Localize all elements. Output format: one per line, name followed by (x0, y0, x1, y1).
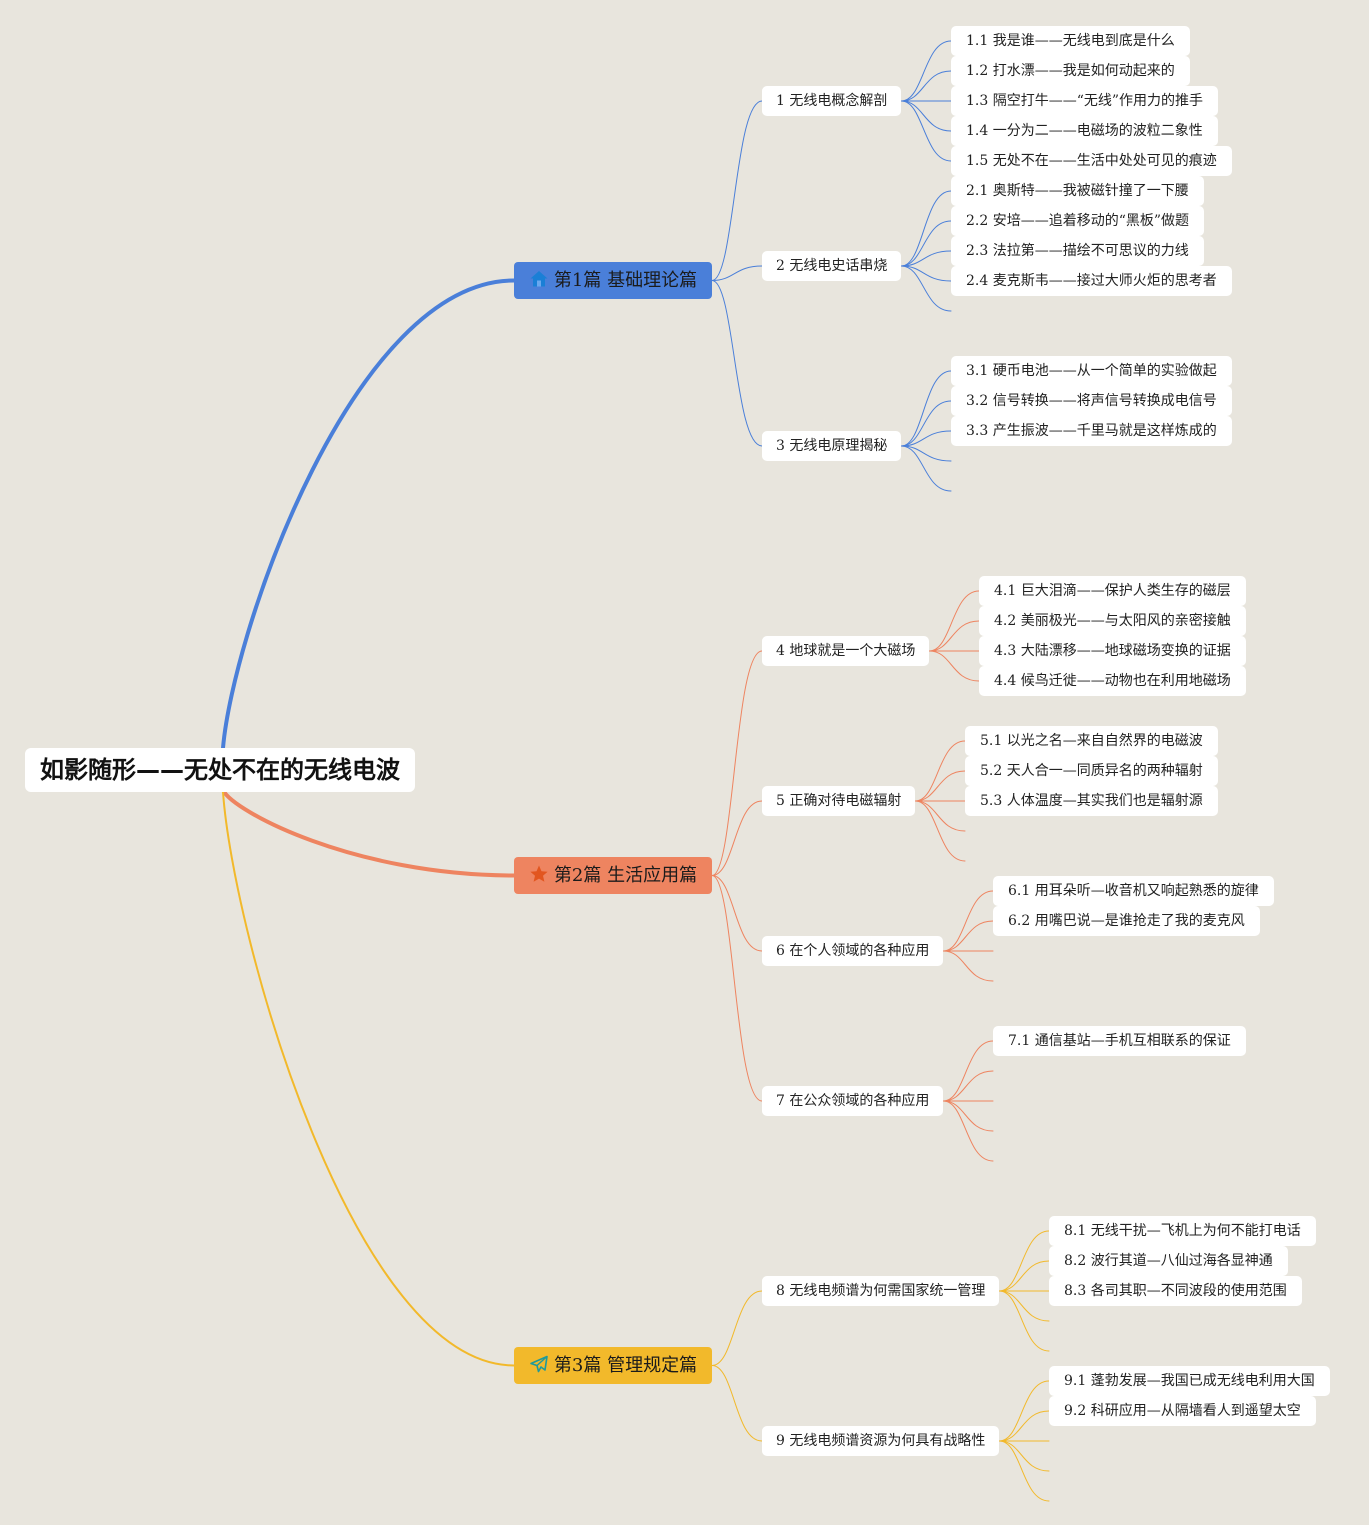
section-topic[interactable]: 1.3 隔空打牛——“无线”作用力的推手 (951, 86, 1219, 116)
section-topic[interactable]: 2.4 麦克斯韦——接过大师火炬的思考者 (951, 266, 1232, 296)
chapter-section-line (942, 1070, 994, 1102)
part-3-label: 第3篇 管理规定篇 (553, 1355, 698, 1376)
section-topic[interactable]: 5.3 人体温度—其实我们也是辐射源 (965, 786, 1218, 816)
root-branch-line (221, 278, 516, 750)
section-topic[interactable]: 9.1 蓬勃发展—我国已成无线电利用大国 (1049, 1366, 1330, 1396)
section-topic[interactable]: 4.4 候鸟迁徙——动物也在利用地磁场 (979, 666, 1246, 696)
section-topic[interactable]: 5.2 天人合一—同质异名的两种辐射 (965, 756, 1218, 786)
section-topic[interactable]: 1.5 无处不在——生活中处处可见的痕迹 (951, 146, 1232, 176)
chapter-section-line (942, 1100, 994, 1162)
chapter-topic[interactable]: 7 在公众领域的各种应用 (762, 1086, 944, 1116)
part-1-topic[interactable]: 第1篇 基础理论篇 (514, 262, 712, 299)
section-topic[interactable]: 4.3 大陆漂移——地球磁场变换的证据 (979, 636, 1246, 666)
section-topic[interactable]: 2.3 法拉第——描绘不可思议的力线 (951, 236, 1204, 266)
house-icon (529, 269, 549, 289)
section-topic[interactable]: 4.1 巨大泪滴——保护人类生存的磁层 (979, 576, 1246, 606)
chapter-topic[interactable]: 8 无线电频谱为何需国家统一管理 (762, 1276, 1000, 1306)
root-branch-line (222, 791, 515, 1367)
chapter-section-line (998, 1410, 1050, 1442)
chapter-section-line (998, 1230, 1050, 1292)
chapter-topic[interactable]: 1 无线电概念解剖 (762, 86, 902, 116)
part-2-label: 第2篇 生活应用篇 (553, 865, 698, 886)
chapter-section-line (900, 370, 952, 447)
chapter-topic[interactable]: 5 正确对待电磁辐射 (762, 786, 916, 816)
star-icon (529, 864, 549, 884)
chapter-section-line (900, 445, 952, 492)
chapter-section-line (900, 265, 952, 282)
section-topic[interactable]: 1.1 我是谁——无线电到底是什么 (951, 26, 1190, 56)
part-1-label: 第1篇 基础理论篇 (553, 270, 698, 291)
chapter-section-line (942, 1100, 994, 1132)
chapter-section-line (942, 920, 994, 952)
chapter-topic[interactable]: 3 无线电原理揭秘 (762, 431, 902, 461)
part-chapter-line (711, 280, 763, 447)
chapter-section-line (998, 1440, 1050, 1472)
chapter-section-line (998, 1440, 1050, 1502)
part-chapter-line (711, 875, 763, 1102)
chapter-section-line (900, 190, 952, 267)
chapter-topic[interactable]: 9 无线电频谱资源为何具有战略性 (762, 1426, 1000, 1456)
chapter-section-line (914, 740, 966, 802)
chapter-section-line (914, 800, 966, 832)
chapter-section-line (900, 430, 952, 447)
part-3-topic[interactable]: 第3篇 管理规定篇 (514, 1347, 712, 1384)
root-topic[interactable]: 如影随形——无处不在的无线电波 (25, 748, 415, 792)
part-chapter-line (711, 1365, 763, 1442)
chapter-section-line (900, 250, 952, 267)
chapter-section-line (900, 400, 952, 447)
section-topic[interactable]: 8.2 波行其道—八仙过海各显神通 (1049, 1246, 1288, 1276)
part-chapter-line (711, 265, 763, 281)
section-topic[interactable]: 9.2 科研应用—从隔墙看人到遥望太空 (1049, 1396, 1316, 1426)
chapter-section-line (942, 950, 994, 982)
chapter-section-line (998, 1380, 1050, 1442)
chapter-section-line (942, 890, 994, 952)
part-chapter-line (711, 650, 763, 876)
chapter-section-line (998, 1290, 1050, 1352)
paper-plane-icon (529, 1354, 549, 1374)
chapter-section-line (900, 100, 952, 162)
section-topic[interactable]: 6.2 用嘴巴说—是谁抢走了我的麦克风 (993, 906, 1260, 936)
section-topic[interactable]: 8.1 无线干扰—飞机上为何不能打电话 (1049, 1216, 1316, 1246)
section-topic[interactable]: 2.1 奥斯特——我被磁针撞了一下腰 (951, 176, 1204, 206)
section-topic[interactable]: 3.3 产生振波——千里马就是这样炼成的 (951, 416, 1232, 446)
chapter-section-line (928, 650, 980, 682)
chapter-section-line (914, 800, 966, 862)
chapter-section-line (900, 265, 952, 312)
part-chapter-line (711, 800, 763, 876)
chapter-topic[interactable]: 6 在个人领域的各种应用 (762, 936, 944, 966)
part-chapter-line (711, 875, 763, 952)
chapter-section-line (900, 40, 952, 102)
part-2-topic[interactable]: 第2篇 生活应用篇 (514, 857, 712, 894)
section-topic[interactable]: 2.2 安培——追着移动的“黑板”做题 (951, 206, 1205, 236)
chapter-section-line (928, 590, 980, 652)
section-topic[interactable]: 4.2 美丽极光——与太阳风的亲密接触 (979, 606, 1246, 636)
part-chapter-line (711, 1290, 763, 1366)
part-chapter-line (711, 100, 763, 281)
section-topic[interactable]: 5.1 以光之名—来自自然界的电磁波 (965, 726, 1218, 756)
chapter-topic[interactable]: 4 地球就是一个大磁场 (762, 636, 930, 666)
section-topic[interactable]: 3.1 硬币电池——从一个简单的实验做起 (951, 356, 1232, 386)
section-topic[interactable]: 1.4 一分为二——电磁场的波粒二象性 (951, 116, 1218, 146)
chapter-section-line (928, 620, 980, 652)
chapter-section-line (900, 445, 952, 462)
chapter-section-line (900, 220, 952, 267)
chapter-topic[interactable]: 2 无线电史话串烧 (762, 251, 902, 281)
chapter-section-line (942, 1040, 994, 1102)
chapter-section-line (900, 100, 952, 132)
root-branch-line (221, 788, 516, 878)
section-topic[interactable]: 6.1 用耳朵听—收音机又响起熟悉的旋律 (993, 876, 1274, 906)
section-topic[interactable]: 1.2 打水漂——我是如何动起来的 (951, 56, 1190, 86)
chapter-section-line (998, 1260, 1050, 1292)
section-topic[interactable]: 8.3 各司其职—不同波段的使用范围 (1049, 1276, 1302, 1306)
chapter-section-line (900, 70, 952, 102)
section-topic[interactable]: 3.2 信号转换——将声信号转换成电信号 (951, 386, 1232, 416)
chapter-section-line (998, 1290, 1050, 1322)
section-topic[interactable]: 7.1 通信基站—手机互相联系的保证 (993, 1026, 1246, 1056)
chapter-section-line (914, 770, 966, 802)
